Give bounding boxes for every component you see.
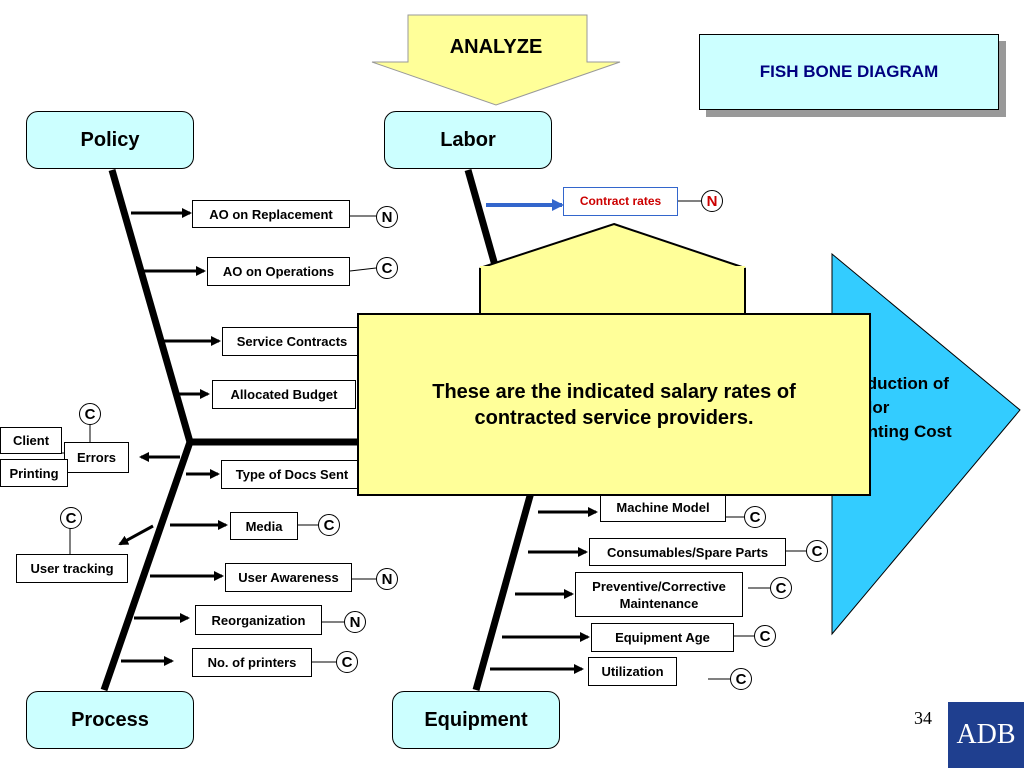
tag-user-tracking: C <box>60 507 82 529</box>
tag-no-printers: C <box>336 651 358 673</box>
cause-maintenance-line-2: Maintenance <box>619 595 699 611</box>
effect-line-3: Printing Cost <box>845 422 952 441</box>
analyze-arrow <box>371 14 621 106</box>
cause-equipment-age: Equipment Age <box>591 623 734 652</box>
policy-bone <box>108 169 194 443</box>
tag-reorganization: N <box>344 611 366 633</box>
tag-media: C <box>318 514 340 536</box>
tag-utilization: C <box>730 668 752 690</box>
cause-no-printers: No. of printers <box>192 648 312 677</box>
tag-maintenance: C <box>770 577 792 599</box>
category-labor: Labor <box>384 111 552 169</box>
tag-equipment-age: C <box>754 625 776 647</box>
cause-maintenance: Preventive/Corrective Maintenance <box>575 572 743 617</box>
category-equipment: Equipment <box>392 691 560 749</box>
analyze-label: ANALYZE <box>449 36 543 58</box>
cause-contract-rates[interactable]: Contract rates <box>563 187 678 216</box>
cause-machine-model: Machine Model <box>600 493 726 522</box>
tag-consumables: C <box>806 540 828 562</box>
cause-ao-replacement: AO on Replacement <box>192 200 350 228</box>
cause-ao-operations: AO on Operations <box>207 257 350 286</box>
diagram-title: FISH BONE DIAGRAM <box>699 34 999 110</box>
process-bone <box>100 440 194 692</box>
page-number: 34 <box>914 708 932 728</box>
cause-utilization: Utilization <box>588 657 677 686</box>
cause-errors: Errors <box>64 442 129 473</box>
tag-errors: C <box>79 403 101 425</box>
cause-reorganization: Reorganization <box>195 605 322 635</box>
cause-user-awareness: User Awareness <box>225 563 352 592</box>
cause-service-contracts: Service Contracts <box>222 327 362 356</box>
cause-type-docs: Type of Docs Sent <box>221 460 363 489</box>
category-policy: Policy <box>26 111 194 169</box>
tag-user-awareness: N <box>376 568 398 590</box>
callout-pointer <box>479 222 746 269</box>
category-process: Process <box>26 691 194 749</box>
cause-user-tracking: User tracking <box>16 554 128 583</box>
tag-ao-operations: C <box>376 257 398 279</box>
adb-logo: ADB <box>948 702 1024 768</box>
cause-consumables: Consumables/Spare Parts <box>589 538 786 566</box>
cause-client: Client <box>0 427 62 454</box>
callout-popup: These are the indicated salary rates of … <box>357 313 871 496</box>
arrow-user-tracking <box>118 524 154 546</box>
callout-text: These are the indicated salary rates of … <box>432 380 796 429</box>
cause-printing: Printing <box>0 459 68 487</box>
tag-ao-replacement: N <box>376 206 398 228</box>
cause-allocated-budget: Allocated Budget <box>212 380 356 409</box>
cause-media: Media <box>230 512 298 540</box>
tag-contract-rates: N <box>701 190 723 212</box>
cause-maintenance-line-1: Preventive/Corrective <box>592 578 726 594</box>
tag-machine-model: C <box>744 506 766 528</box>
